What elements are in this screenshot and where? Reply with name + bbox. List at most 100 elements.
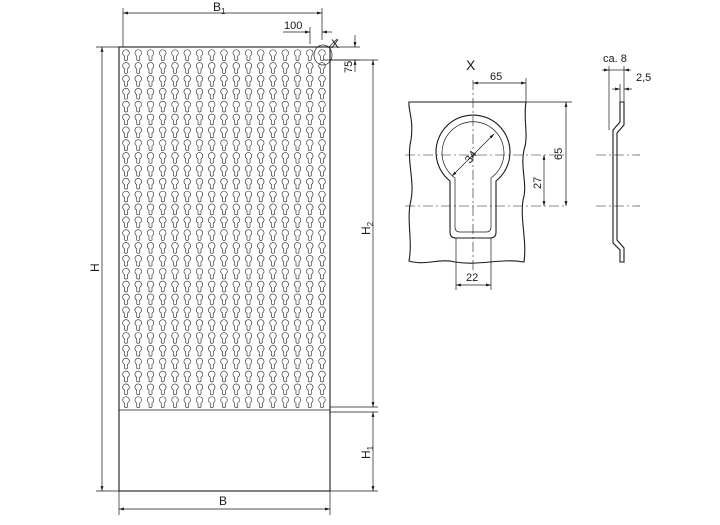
- keyhole-perforation: [281, 267, 289, 280]
- keyhole-perforation: [171, 139, 179, 151]
- keyhole-perforation: [269, 216, 277, 228]
- keyhole-perforation: [146, 152, 155, 164]
- detail-title: X: [466, 57, 476, 73]
- keyhole-perforation: [220, 396, 228, 408]
- keyhole-perforation: [244, 100, 253, 113]
- keyhole-perforation: [244, 216, 253, 228]
- keyhole-perforation: [134, 242, 142, 254]
- keyhole-perforation: [269, 190, 277, 203]
- keyhole-perforation: [257, 345, 265, 357]
- keyhole-perforation: [244, 88, 253, 100]
- keyhole-perforation: [122, 88, 130, 100]
- keyhole-perforation: [146, 280, 155, 293]
- keyhole-perforation: [171, 319, 179, 331]
- keyhole-perforation: [293, 306, 302, 318]
- keyhole-perforation: [269, 357, 277, 370]
- keyhole-perforation: [195, 229, 204, 241]
- keyhole-perforation: [171, 100, 179, 113]
- keyhole-perforation: [306, 383, 314, 396]
- keyhole-perforation: [171, 126, 179, 139]
- keyhole-perforation: [171, 293, 179, 306]
- keyhole-perforation: [195, 177, 204, 190]
- keyhole-perforation: [195, 255, 204, 267]
- dim-b-label: B: [219, 494, 227, 508]
- keyhole-perforation: [159, 100, 167, 113]
- keyhole-perforation: [134, 370, 142, 383]
- keyhole-perforation: [269, 293, 277, 306]
- keyhole-perforation: [122, 255, 130, 267]
- keyhole-perforation: [183, 177, 191, 190]
- keyhole-perforation: [269, 383, 277, 396]
- keyhole-perforation: [171, 62, 179, 74]
- keyhole-perforation: [195, 203, 204, 216]
- keyhole-perforation: [220, 177, 228, 190]
- keyhole-perforation: [232, 267, 240, 280]
- keyhole-perforation: [318, 370, 326, 383]
- keyhole-perforation: [306, 177, 314, 190]
- keyhole-perforation: [293, 255, 302, 267]
- keyhole-perforation: [195, 113, 204, 126]
- keyhole-perforation: [269, 267, 277, 280]
- keyhole-perforation: [183, 165, 191, 177]
- keyhole-perforation: [146, 319, 155, 331]
- keyhole-perforation: [281, 280, 289, 293]
- keyhole-perforation: [293, 242, 302, 254]
- keyhole-perforation: [293, 319, 302, 331]
- keyhole-perforation: [281, 75, 289, 87]
- keyhole-perforation: [232, 62, 240, 74]
- keyhole-perforation: [257, 190, 265, 203]
- keyhole-perforation: [208, 177, 216, 190]
- keyhole-perforation: [146, 75, 155, 87]
- keyhole-perforation: [208, 165, 216, 177]
- keyhole-perforation: [159, 255, 167, 267]
- keyhole-perforation: [183, 100, 191, 113]
- keyhole-perforation: [134, 113, 142, 126]
- keyhole-perforation: [257, 177, 265, 190]
- keyhole-perforation: [159, 229, 167, 241]
- keyhole-perforation: [159, 190, 167, 203]
- keyhole-perforation: [232, 113, 240, 126]
- keyhole-perforation: [269, 152, 277, 164]
- keyhole-perforation: [134, 126, 142, 139]
- keyhole-perforation: [318, 113, 326, 126]
- keyhole-perforation: [293, 216, 302, 228]
- keyhole-perforation: [159, 139, 167, 151]
- keyhole-perforation: [159, 75, 167, 87]
- keyhole-perforation: [257, 152, 265, 164]
- keyhole-perforation: [208, 293, 216, 306]
- keyhole-perforation: [257, 255, 265, 267]
- keyhole-perforation: [134, 345, 142, 357]
- keyhole-perforation: [257, 49, 265, 61]
- keyhole-perforation: [318, 332, 326, 344]
- keyhole-perforation: [183, 357, 191, 370]
- keyhole-perforation: [244, 396, 253, 408]
- keyhole-perforation: [146, 165, 155, 177]
- keyhole-perforation: [244, 49, 253, 61]
- keyhole-perforation: [232, 216, 240, 228]
- keyhole-perforation: [134, 332, 142, 344]
- dim-slot-width-label: 22: [466, 272, 478, 284]
- keyhole-perforation: [122, 229, 130, 241]
- keyhole-perforation: [306, 113, 314, 126]
- keyhole-perforation: [306, 190, 314, 203]
- keyhole-perforation: [220, 229, 228, 241]
- keyhole-perforation: [134, 152, 142, 164]
- keyhole-perforation: [220, 100, 228, 113]
- keyhole-perforation: [171, 345, 179, 357]
- keyhole-perforation: [232, 242, 240, 254]
- keyhole-perforation: [183, 126, 191, 139]
- keyhole-perforation: [293, 190, 302, 203]
- keyhole-perforation: [122, 383, 130, 396]
- keyhole-perforation: [195, 345, 204, 357]
- keyhole-perforation: [306, 306, 314, 318]
- keyhole-perforation: [281, 203, 289, 216]
- keyhole-perforation: [208, 332, 216, 344]
- keyhole-perforation: [281, 255, 289, 267]
- keyhole-perforation: [232, 190, 240, 203]
- keyhole-perforation: [281, 293, 289, 306]
- keyhole-perforation: [195, 139, 204, 151]
- keyhole-perforation: [232, 345, 240, 357]
- keyhole-perforation: [306, 280, 314, 293]
- keyhole-perforation: [269, 203, 277, 216]
- keyhole-perforation: [232, 88, 240, 100]
